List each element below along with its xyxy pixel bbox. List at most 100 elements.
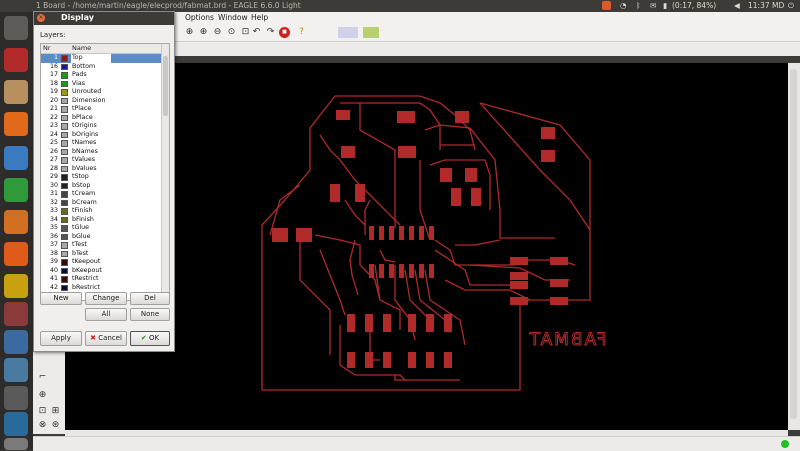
clock[interactable]: 11:37 MD bbox=[748, 1, 785, 10]
layer-number: 40 bbox=[49, 266, 58, 274]
dialog-titlebar[interactable]: × Display bbox=[34, 12, 174, 25]
layers-scrollbar[interactable] bbox=[161, 44, 169, 300]
board-canvas[interactable]: FABMAT bbox=[65, 63, 788, 430]
stop-icon[interactable]: ■ bbox=[279, 27, 290, 38]
zoom-out-icon[interactable]: ⊖ bbox=[213, 27, 222, 37]
firefox-icon[interactable] bbox=[4, 112, 28, 136]
tool-icon[interactable]: ⊡ bbox=[38, 406, 47, 416]
app-icon-5[interactable] bbox=[4, 386, 28, 410]
impress-icon[interactable] bbox=[4, 210, 28, 234]
zoom-redraw-icon[interactable]: ⊙ bbox=[227, 27, 236, 37]
layer-color-swatch bbox=[61, 106, 68, 113]
menu-options[interactable]: Options bbox=[185, 13, 214, 22]
files-icon[interactable] bbox=[4, 80, 28, 104]
layers-scroll-thumb[interactable] bbox=[163, 56, 168, 116]
design-link-icon[interactable] bbox=[338, 27, 358, 38]
zoom-in-icon[interactable]: ⊕ bbox=[199, 27, 208, 37]
bluetooth-icon[interactable]: ᛒ bbox=[636, 1, 641, 10]
ulp-icon[interactable] bbox=[363, 27, 379, 38]
app-icon-4[interactable] bbox=[4, 358, 28, 382]
power-icon[interactable]: ⏻ bbox=[788, 1, 794, 10]
none-button[interactable]: None bbox=[130, 308, 170, 321]
silkscreen-label: FABMAT bbox=[528, 330, 607, 350]
help-icon[interactable]: ? bbox=[299, 27, 304, 37]
tool-icon[interactable]: ⊛ bbox=[51, 420, 60, 430]
close-icon[interactable]: × bbox=[37, 14, 45, 22]
app-icon[interactable] bbox=[4, 48, 28, 72]
tool-icon[interactable]: ⌐ bbox=[38, 372, 47, 382]
amazon-icon[interactable] bbox=[4, 274, 28, 298]
trash-icon[interactable] bbox=[4, 438, 28, 450]
redo-icon[interactable]: ↷ bbox=[266, 27, 275, 37]
app-icon-2[interactable] bbox=[4, 302, 28, 326]
column-header-name[interactable]: Name bbox=[72, 44, 92, 52]
undo-icon[interactable]: ↶ bbox=[252, 27, 261, 37]
tool-icon[interactable]: ⊗ bbox=[38, 420, 47, 430]
del-button[interactable]: Del bbox=[130, 292, 170, 305]
zoom-select-icon[interactable]: ⊡ bbox=[241, 27, 250, 37]
software-center-icon[interactable] bbox=[4, 242, 28, 266]
zoom-fit-icon[interactable]: ⊕ bbox=[185, 27, 194, 37]
tool-icon[interactable]: ⊞ bbox=[51, 406, 60, 416]
tool-icon[interactable]: ⊕ bbox=[38, 390, 47, 400]
apply-button[interactable]: Apply bbox=[40, 331, 82, 346]
notification-icon[interactable] bbox=[602, 1, 611, 10]
layer-color-swatch bbox=[61, 225, 68, 232]
horizontal-scrollbar[interactable] bbox=[65, 430, 788, 436]
layer-number: 32 bbox=[49, 198, 58, 206]
layer-number: 18 bbox=[49, 79, 58, 87]
change-button[interactable]: Change bbox=[85, 292, 127, 305]
dash-icon[interactable] bbox=[4, 16, 28, 40]
vertical-scrollbar[interactable] bbox=[788, 63, 800, 430]
command-line[interactable] bbox=[33, 42, 800, 56]
vertical-scroll-thumb[interactable] bbox=[790, 69, 797, 419]
new-button[interactable]: New bbox=[40, 292, 82, 305]
calc-icon[interactable] bbox=[4, 178, 28, 202]
menu-window[interactable]: Window bbox=[218, 13, 248, 22]
menu-help[interactable]: Help bbox=[251, 13, 269, 22]
column-header-nr[interactable]: Nr bbox=[43, 44, 51, 52]
mail-icon[interactable]: ✉ bbox=[650, 1, 657, 10]
volume-icon[interactable]: ◀ bbox=[734, 1, 740, 10]
all-button[interactable]: All bbox=[85, 308, 127, 321]
writer-icon[interactable] bbox=[4, 146, 28, 170]
layer-color-swatch bbox=[61, 267, 68, 274]
layer-name: bTest bbox=[72, 249, 89, 257]
app-icon-3[interactable] bbox=[4, 330, 28, 354]
app-icon-6[interactable] bbox=[4, 412, 28, 436]
battery-icon[interactable]: ▮ bbox=[663, 1, 668, 10]
cancel-button[interactable]: ✖ Cancel bbox=[85, 331, 127, 346]
ok-button[interactable]: ✔ OK bbox=[130, 331, 170, 346]
wifi-icon[interactable]: ◔ bbox=[620, 1, 627, 10]
